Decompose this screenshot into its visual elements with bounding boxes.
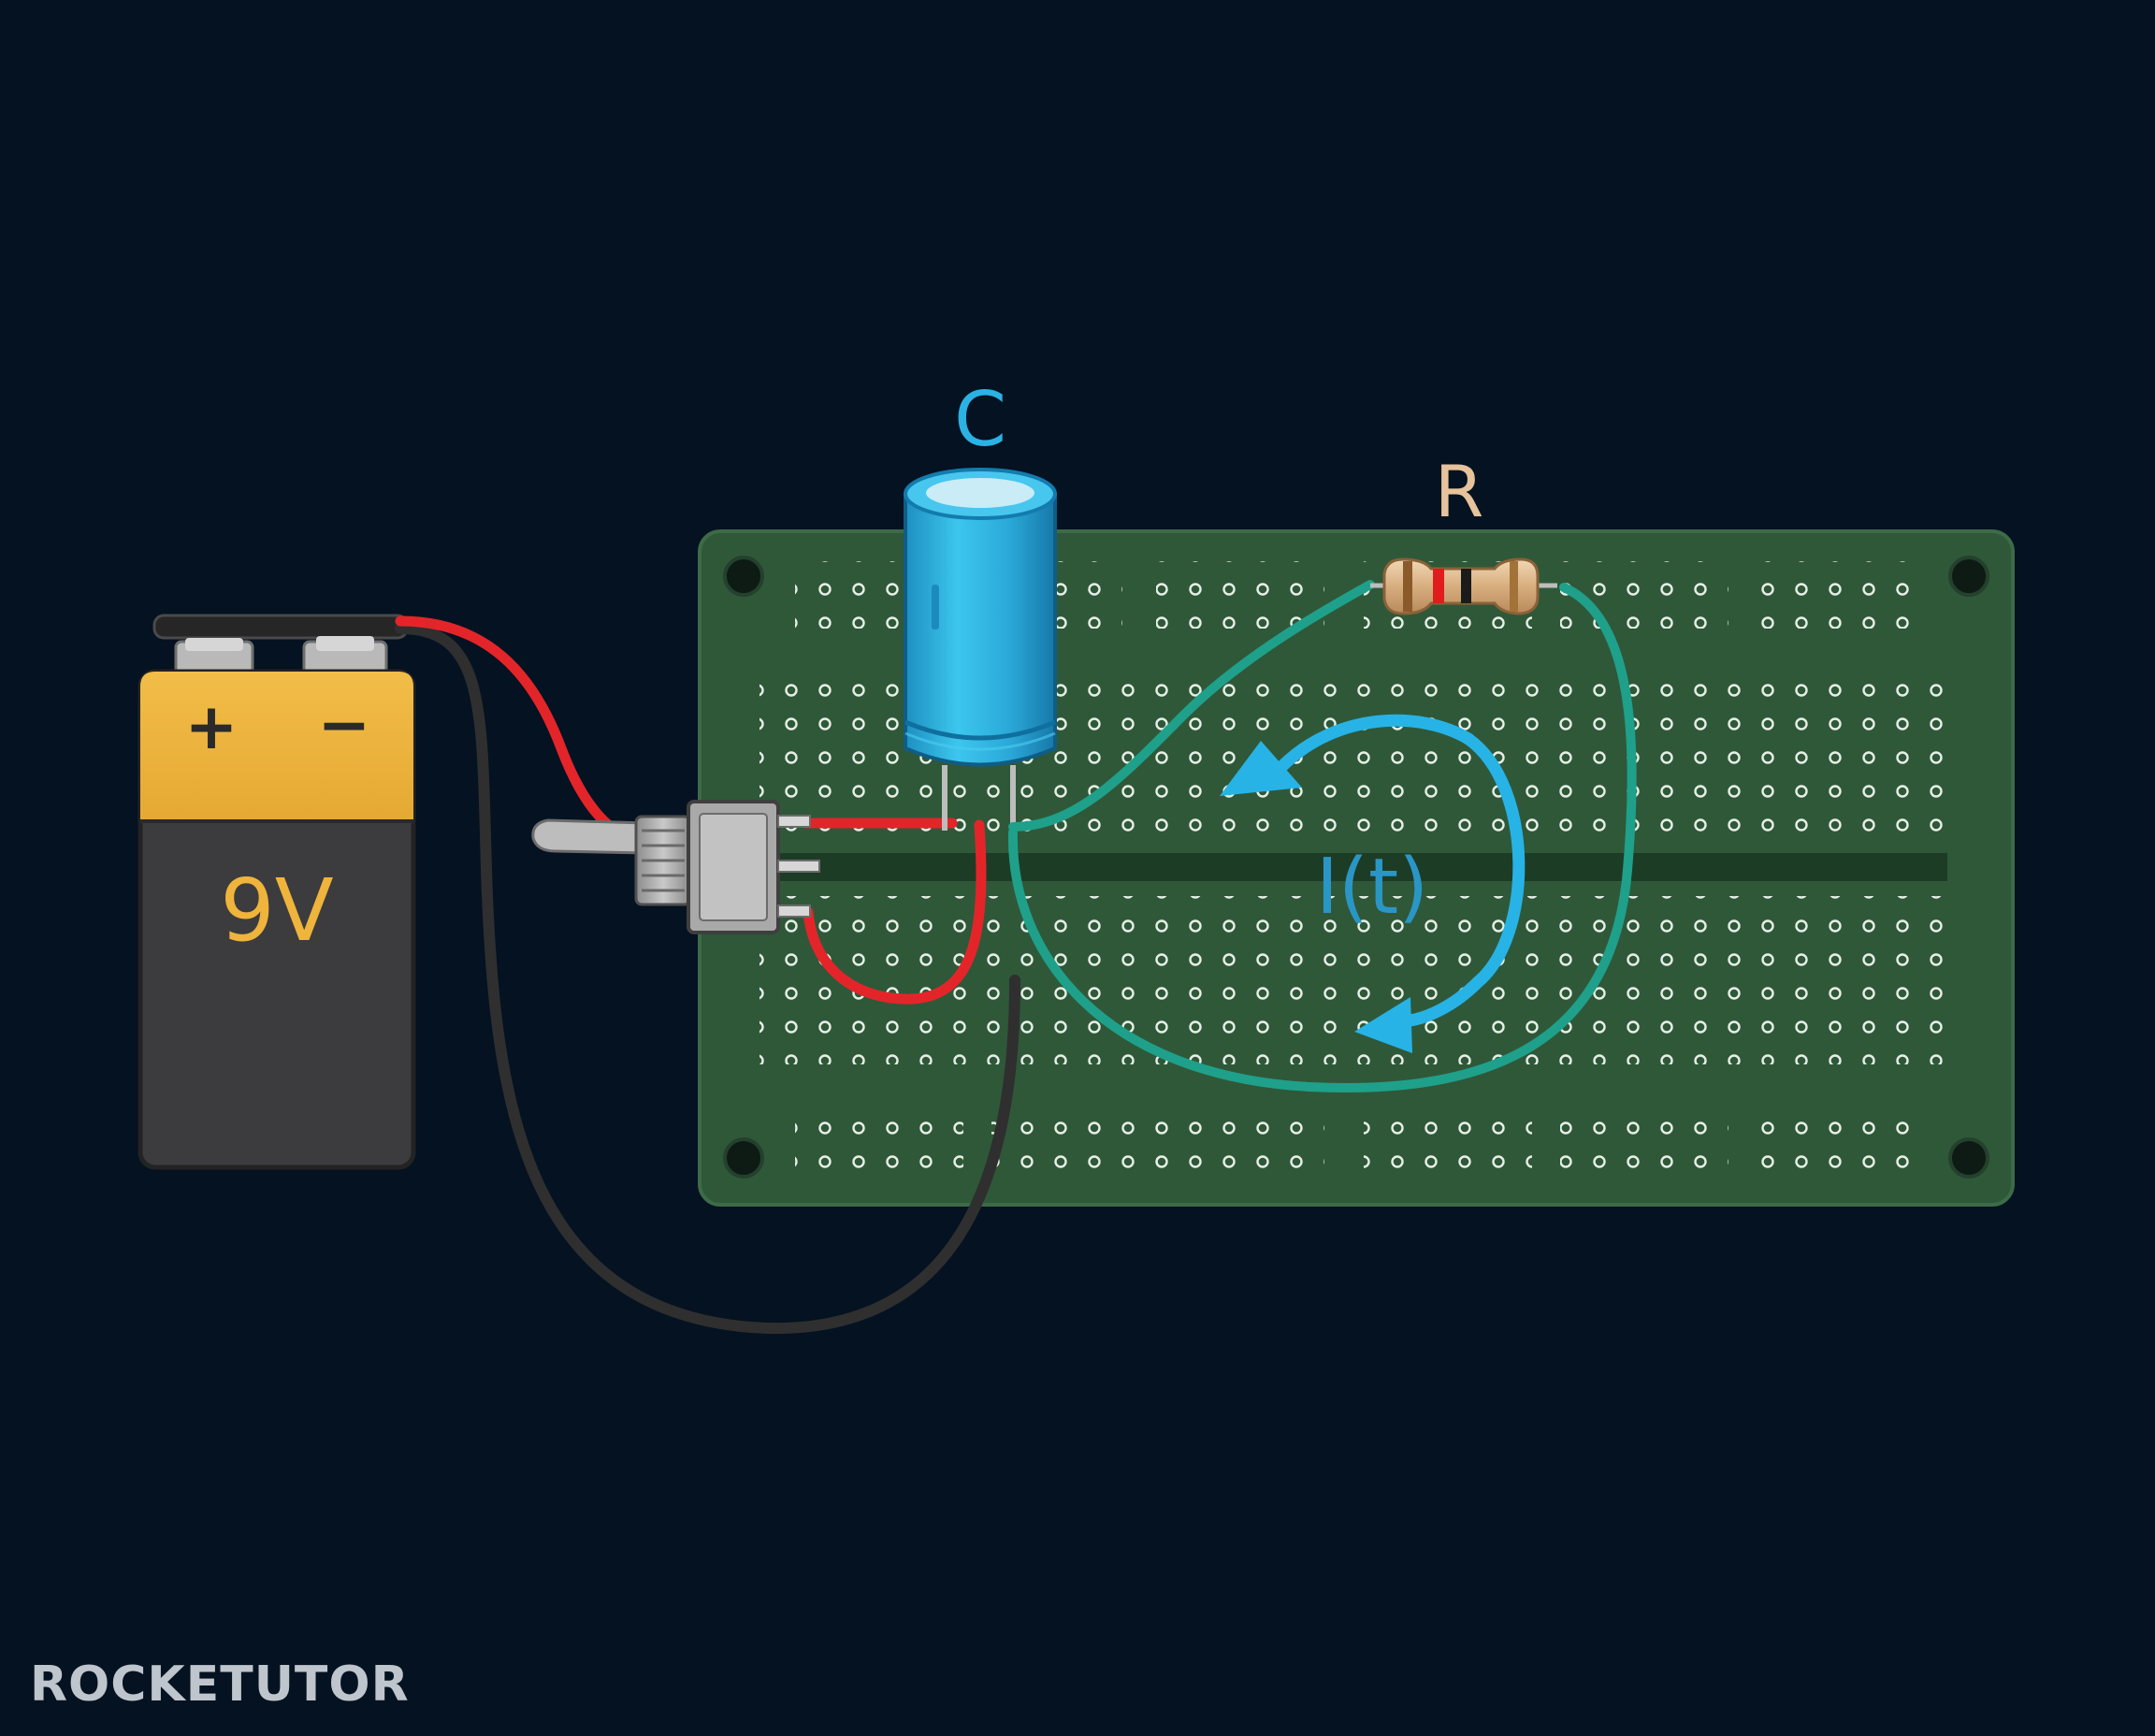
- wire-red-battery: [395, 615, 645, 846]
- current-arc-right: [1396, 732, 1526, 1028]
- mounting-hole: [723, 556, 764, 597]
- toggle-switch-icon: [531, 800, 820, 934]
- brand-logo: ROCKETUTOR: [30, 1656, 410, 1713]
- battery-top-band: [140, 672, 413, 821]
- battery-minus-label: −: [318, 688, 371, 762]
- capacitor-body: [904, 492, 1057, 767]
- switch-pin: [777, 815, 811, 828]
- resistor-label: R: [1435, 450, 1484, 533]
- power-rail-bottom: [795, 1104, 1925, 1171]
- mounting-hole: [723, 1137, 764, 1179]
- center-channel: [767, 853, 1947, 881]
- current-label: I(t): [1316, 843, 1428, 932]
- capacitor-top: [926, 478, 1034, 508]
- switch-lever: [531, 818, 647, 855]
- resistor-icon: R: [1370, 450, 1557, 615]
- wire-red-jumper-loop: [803, 819, 987, 1005]
- switch-pin: [777, 860, 820, 873]
- resistor-band-black: [1461, 569, 1471, 603]
- wire-teal-capacitor-to-resistor: [1008, 580, 1375, 832]
- circular-arrow-icon: I(t): [1220, 714, 1526, 1053]
- wire-teal-return-loop: [1007, 583, 1637, 1092]
- battery-cap-strip: [152, 614, 409, 640]
- mounting-hole: [1948, 1137, 1989, 1179]
- resistor-band-brown: [1403, 561, 1412, 612]
- mounting-hole: [1948, 556, 1989, 597]
- current-arrowhead-upper: [1220, 741, 1302, 796]
- battery-9v-icon: + − 9V: [137, 614, 416, 1170]
- resistor-band-gold: [1510, 561, 1518, 612]
- battery-voltage-label: 9V: [220, 861, 334, 961]
- switch-pin: [777, 904, 811, 918]
- current-arc-upper: [1275, 714, 1475, 774]
- battery-plus-label: +: [185, 690, 239, 764]
- current-arrowhead-lower: [1354, 997, 1412, 1053]
- electrolytic-capacitor-icon: C: [904, 376, 1057, 831]
- wire-black: [395, 623, 1020, 1335]
- resistor-band-red: [1433, 569, 1444, 603]
- capacitor-label: C: [954, 376, 1006, 463]
